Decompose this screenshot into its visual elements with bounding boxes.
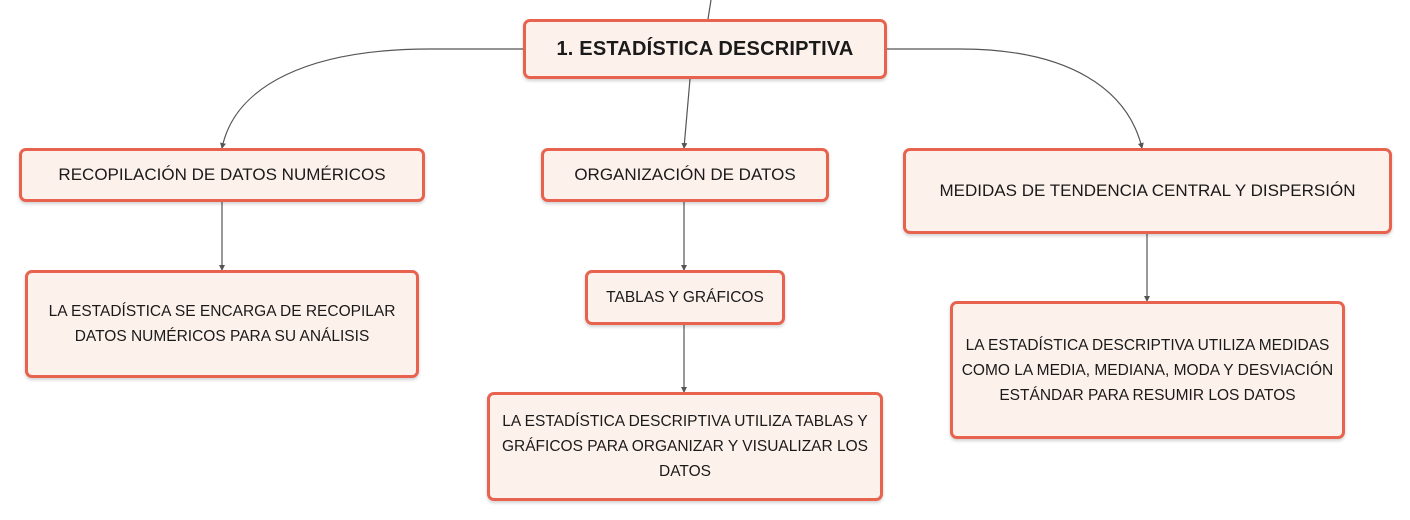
node-organizacion[interactable]: ORGANIZACIÓN DE DATOS	[541, 148, 829, 202]
node-recopilacion[interactable]: RECOPILACIÓN DE DATOS NUMÉRICOS	[19, 148, 425, 202]
node-medidas-label: MEDIDAS DE TENDENCIA CENTRAL Y DISPERSIÓ…	[939, 181, 1356, 200]
node-medidas[interactable]: MEDIDAS DE TENDENCIA CENTRAL Y DISPERSIÓ…	[903, 148, 1392, 234]
node-medidas-desc[interactable]: LA ESTADÍSTICA DESCRIPTIVA UTILIZA MEDID…	[950, 301, 1345, 439]
node-tablas-desc-label: LA ESTADÍSTICA DESCRIPTIVA UTILIZA TABLA…	[501, 413, 869, 480]
connector-incoming-root	[707, 0, 712, 20]
root-node-label: 1. ESTADÍSTICA DESCRIPTIVA	[556, 37, 854, 60]
node-recopilacion-label: RECOPILACIÓN DE DATOS NUMÉRICOS	[58, 165, 386, 184]
node-organizacion-label: ORGANIZACIÓN DE DATOS	[574, 165, 796, 184]
node-medidas-desc-label: LA ESTADÍSTICA DESCRIPTIVA UTILIZA MEDID…	[961, 336, 1334, 404]
connector-root-medidas	[887, 48, 1144, 149]
node-tablas-graficos[interactable]: TABLAS Y GRÁFICOS	[585, 270, 785, 325]
root-node[interactable]: 1. ESTADÍSTICA DESCRIPTIVA	[523, 19, 887, 79]
connector-root-organizacion	[681, 78, 691, 149]
connector-root-recopilacion	[220, 48, 523, 149]
node-recopilacion-desc[interactable]: LA ESTADÍSTICA SE ENCARGA DE RECOPILAR D…	[25, 270, 419, 378]
node-recopilacion-desc-label: LA ESTADÍSTICA SE ENCARGA DE RECOPILAR D…	[48, 303, 396, 345]
node-tablas-graficos-label: TABLAS Y GRÁFICOS	[606, 289, 764, 306]
node-tablas-desc[interactable]: LA ESTADÍSTICA DESCRIPTIVA UTILIZA TABLA…	[487, 392, 883, 501]
